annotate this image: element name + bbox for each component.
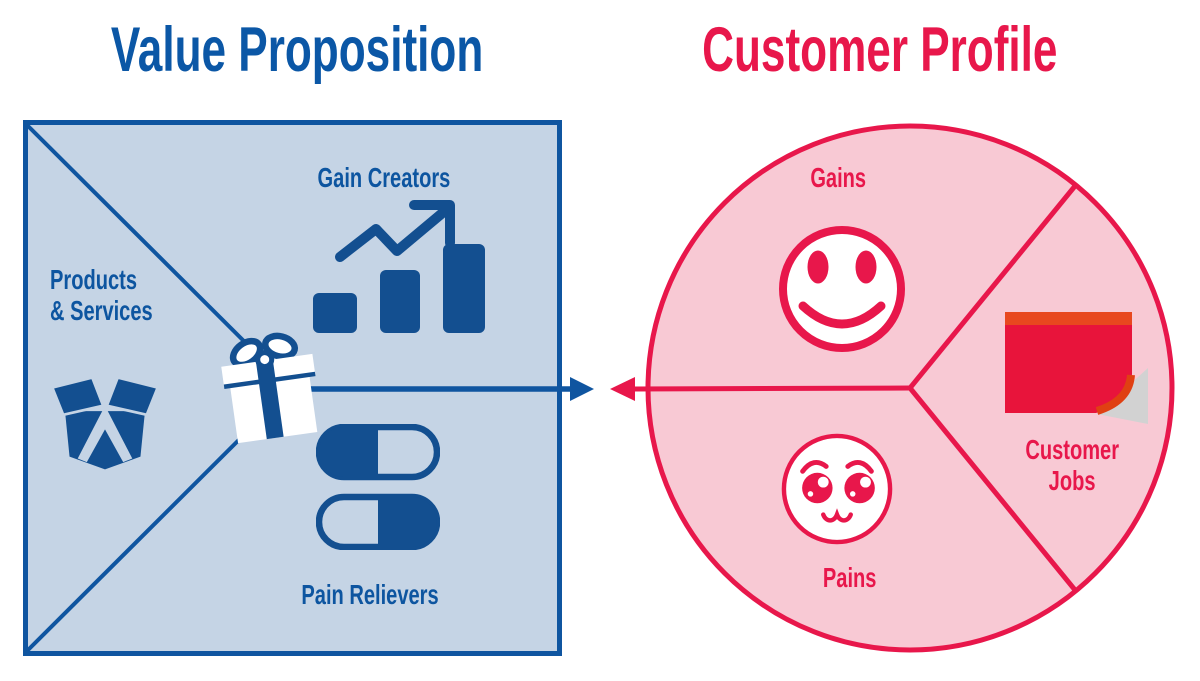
happy-face-icon xyxy=(779,226,905,352)
arrow-right-icon xyxy=(570,377,594,401)
circle-divider-left xyxy=(633,385,911,392)
customer-jobs-label: Customer Jobs xyxy=(1025,434,1120,496)
circle-divider-top-right xyxy=(908,184,1077,390)
customer-profile-title-text: Customer Profile xyxy=(702,15,1058,85)
sticky-note-icon xyxy=(1005,312,1148,424)
gain-creators-label: Gain Creators xyxy=(317,162,451,193)
products-services-label: Products & Services xyxy=(50,264,153,326)
bar-chart-growth-icon xyxy=(313,200,485,333)
worried-face-icon xyxy=(781,433,893,545)
gift-icon xyxy=(221,332,318,444)
pain-relievers-label: Pain Relievers xyxy=(301,579,439,610)
gains-label: Gains xyxy=(810,162,866,193)
arrow-left-icon xyxy=(610,377,635,401)
value-proposition-title: Value Proposition xyxy=(31,14,551,86)
pills-icon xyxy=(316,424,440,550)
circle-divider-bottom-right xyxy=(908,386,1077,592)
pains-label: Pains xyxy=(823,562,877,593)
value-proposition-title-text: Value Proposition xyxy=(110,15,484,85)
open-box-icon xyxy=(50,375,160,470)
customer-profile-title: Customer Profile xyxy=(620,14,1140,86)
